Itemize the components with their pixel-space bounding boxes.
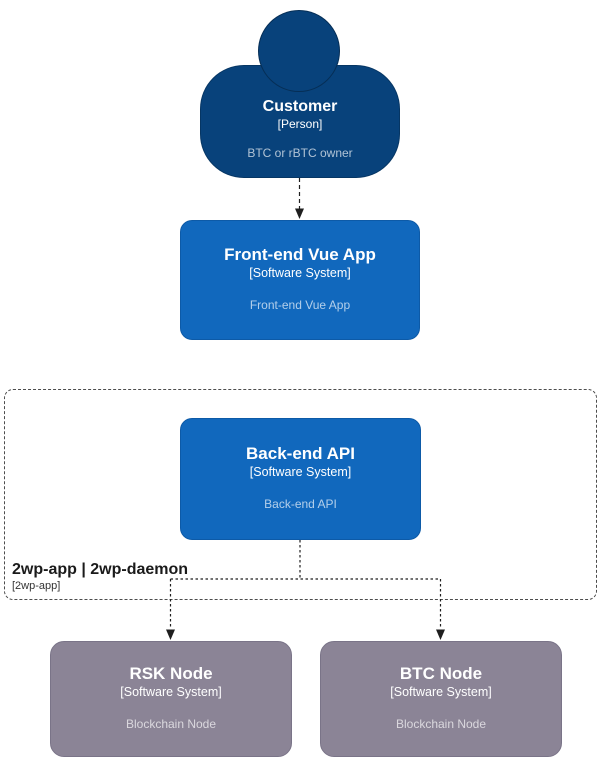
system-frontend-vue-app: Front-end Vue App [Software System] Fron… <box>180 220 420 340</box>
person-name: Customer <box>262 97 338 115</box>
rsk-type: [Software System] <box>120 684 222 699</box>
person-customer: Customer [Person] BTC or rBTC owner <box>200 65 400 178</box>
frontend-type: [Software System] <box>249 265 351 280</box>
arrowhead-customer-to-frontend <box>295 208 304 219</box>
person-head-icon <box>258 10 340 92</box>
boundary-label: 2wp-app | 2wp-daemon [2wp-app] <box>12 560 188 593</box>
boundary-subtitle: [2wp-app] <box>12 580 61 592</box>
person-type: [Person] <box>277 116 323 131</box>
rsk-description: Blockchain Node <box>125 716 217 731</box>
person-description: BTC or rBTC owner <box>247 145 353 160</box>
frontend-name: Front-end Vue App <box>224 244 376 264</box>
backend-description: Back-end API <box>264 496 337 511</box>
arrowhead-backend-to-btc <box>436 629 445 640</box>
system-backend-api: Back-end API [Software System] Back-end … <box>180 418 421 540</box>
arrowhead-backend-to-rsk <box>166 629 175 640</box>
rsk-name: RSK Node <box>129 663 213 683</box>
boundary-title: 2wp-app | 2wp-daemon <box>12 561 189 578</box>
backend-name: Back-end API <box>246 443 355 463</box>
btc-description: Blockchain Node <box>395 716 487 731</box>
backend-type: [Software System] <box>249 464 352 479</box>
btc-name: BTC Node <box>399 663 483 683</box>
system-btc-node: BTC Node [Software System] Blockchain No… <box>320 641 562 757</box>
frontend-description: Front-end Vue App <box>249 297 351 312</box>
btc-type: [Software System] <box>390 684 492 699</box>
system-rsk-node: RSK Node [Software System] Blockchain No… <box>50 641 292 757</box>
